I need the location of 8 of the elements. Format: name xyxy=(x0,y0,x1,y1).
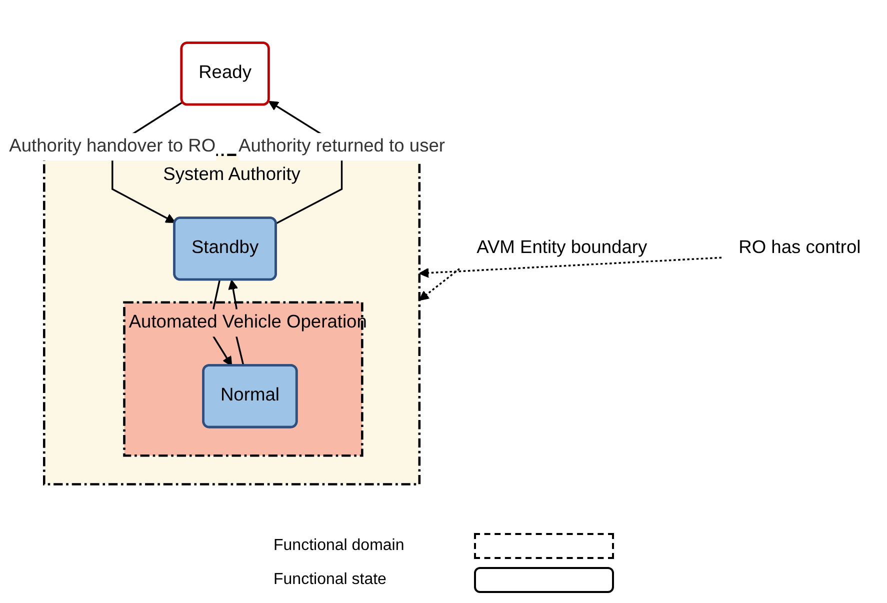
edge-label: Authority handover to RO xyxy=(9,136,216,156)
arrow xyxy=(418,256,722,278)
edge-label: Authority returned to user xyxy=(238,136,446,156)
node-text: AVM Entity boundary xyxy=(476,238,648,258)
legend-label: Functional state xyxy=(274,571,388,589)
arrow xyxy=(418,268,460,301)
node-text: RO has control xyxy=(738,238,861,258)
legend-label: Functional domain xyxy=(274,537,406,555)
